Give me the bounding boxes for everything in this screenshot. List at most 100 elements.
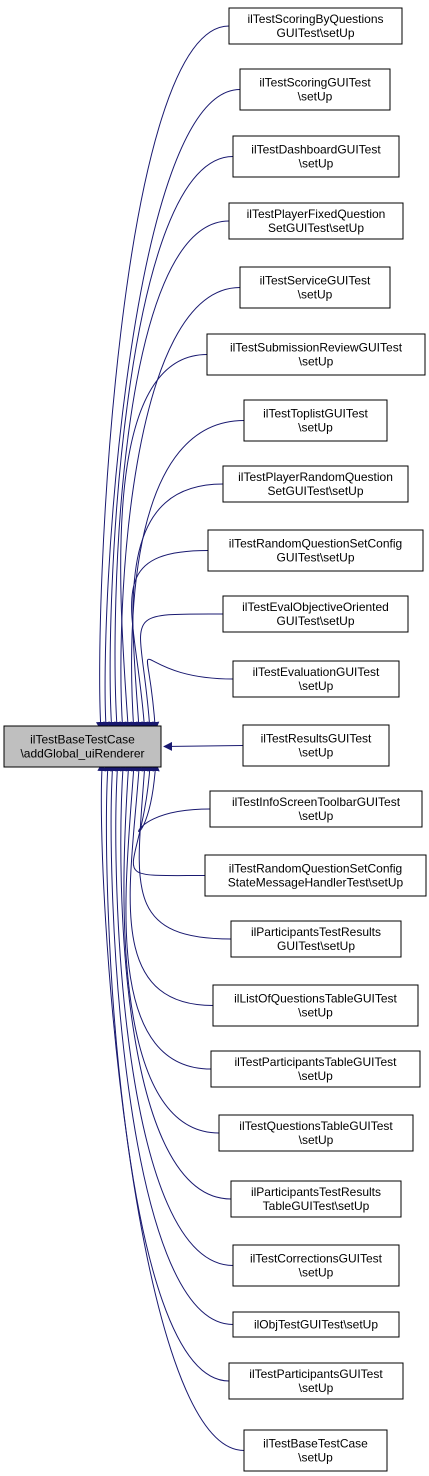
edge-c3-to-focus [106,156,234,731]
edge-c21-to-focus [107,762,234,1325]
caller-node-c1-box [228,7,403,45]
edge-c15-to-focus [138,762,232,940]
caller-node-c17-box [210,1050,421,1088]
caller-node-c18-label-line-1: ilTestQuestionsTableGUITest [239,1119,393,1133]
edge-c4-to-focus [112,220,230,731]
caller-node-c8[interactable]: ilTestPlayerRandomQuestionSetGUITest\set… [222,465,409,503]
caller-node-c2[interactable]: ilTestScoringGUITest\setUp [239,68,391,111]
caller-node-c4-box [228,202,404,240]
caller-node-c22-box [228,1362,404,1400]
caller-node-c4-label-line-1: ilTestPlayerFixedQuestion [247,207,386,221]
caller-node-c16-label-line-1: ilListOfQuestionsTableGUITest [234,992,397,1006]
edge-c6-to-focus [120,354,208,731]
caller-node-c4[interactable]: ilTestPlayerFixedQuestionSetGUITest\setU… [228,202,404,240]
caller-node-c5-label-line-1: ilTestServiceGUITest [260,274,371,288]
caller-node-c2-box [239,68,391,111]
caller-node-c22[interactable]: ilTestParticipantsGUITest\setUp [228,1362,404,1400]
caller-node-c23[interactable]: ilTestBaseTestCase\setUp [243,1429,388,1472]
caller-node-c20[interactable]: ilTestCorrectionsGUITest\setUp [232,1244,400,1287]
caller-node-c14-label-line-2: StateMessageHandlerTest\setUp [228,876,404,890]
caller-node-c7-label-line-1: ilTestToplistGUITest [263,407,368,421]
caller-node-c21[interactable]: ilObjTestGUITest\setUp [232,1311,400,1338]
edge-c11-to-focus [146,658,234,731]
caller-node-c20-box [232,1244,400,1287]
caller-node-c6[interactable]: ilTestSubmissionReviewGUITest\setUp [206,333,426,376]
caller-node-c8-label-line-2: SetGUITest\setUp [267,484,363,498]
caller-node-c2-label-line-1: ilTestScoringGUITest [259,76,371,90]
caller-node-c17[interactable]: ilTestParticipantsTableGUITest\setUp [210,1050,421,1088]
caller-node-c18-box [218,1114,414,1152]
caller-node-c6-box [206,333,426,376]
caller-node-c5-box [239,266,391,309]
caller-node-c11-label-line-1: ilTestEvaluationGUITest [253,665,380,679]
caller-node-c20-label-line-1: ilTestCorrectionsGUITest [250,1252,383,1266]
caller-node-c17-label-line-1: ilTestParticipantsTableGUITest [234,1055,397,1069]
caller-node-c14-label-line-1: ilTestRandomQuestionSetConfig [229,862,402,876]
edge-c23-to-focus [97,762,245,1451]
edges-layer [95,25,245,1451]
focus-node[interactable]: ilTestBaseTestCase\addGlobal_uiRenderer [3,725,162,768]
caller-node-c10-label-line-2: GUITest\setUp [276,614,354,628]
caller-node-c2-label-line-2: \setUp [298,90,333,104]
caller-node-c18[interactable]: ilTestQuestionsTableGUITest\setUp [218,1114,414,1152]
caller-node-c9-label-line-1: ilTestRandomQuestionSetConfig [229,537,402,551]
caller-node-c13[interactable]: ilTestInfoScreenToolbarGUITest\setUp [209,790,423,828]
edge-c1-to-focus [95,25,230,731]
caller-node-c8-label-line-1: ilTestPlayerRandomQuestion [238,470,393,484]
caller-node-c22-label-line-2: \setUp [299,1381,334,1395]
caller-node-c21-label-line-1: ilObjTestGUITest\setUp [254,1318,378,1332]
caller-node-c19[interactable]: ilParticipantsTestResultsTableGUITest\se… [230,1180,402,1218]
edge-c16-to-focus [129,762,214,1006]
focus-node-box [3,725,162,768]
caller-node-c1-label-line-1: ilTestScoringByQuestions [247,12,383,26]
caller-node-c15-box [230,920,402,958]
caller-node-c8-box [222,465,409,503]
caller-node-c17-label-line-2: \setUp [298,1069,333,1083]
edge-c7-to-focus [128,420,245,731]
caller-node-c9-label-line-2: GUITest\setUp [276,551,354,565]
caller-node-c13-label-line-2: \setUp [299,809,334,823]
caller-node-c14[interactable]: ilTestRandomQuestionSetConfigStateMessag… [204,854,427,897]
caller-node-c12[interactable]: ilTestResultsGUITest\setUp [242,724,390,767]
caller-node-c5[interactable]: ilTestServiceGUITest\setUp [239,266,391,309]
caller-node-c7[interactable]: ilTestToplistGUITest\setUp [243,399,388,442]
focus-node-label-line-2: \addGlobal_uiRenderer [20,747,144,761]
caller-node-c11[interactable]: ilTestEvaluationGUITest\setUp [232,660,400,698]
caller-node-c4-label-line-2: SetGUITest\setUp [268,221,364,235]
caller-node-c7-box [243,399,388,442]
caller-node-c18-label-line-2: \setUp [299,1133,334,1147]
caller-node-c10-label-line-1: ilTestEvalObjectiveOriented [242,600,389,614]
caller-node-c14-box [204,854,427,897]
caller-node-c9[interactable]: ilTestRandomQuestionSetConfigGUITest\set… [207,529,424,572]
edge-c20-to-focus [112,762,234,1266]
caller-node-c15-label-line-2: GUITest\setUp [277,939,355,953]
caller-node-c19-label-line-1: ilParticipantsTestResults [251,1185,381,1199]
caller-node-c23-label-line-1: ilTestBaseTestCase [263,1437,368,1451]
caller-node-c20-label-line-2: \setUp [299,1266,334,1280]
caller-node-c5-label-line-2: \setUp [298,288,333,302]
caller-node-c15-label-line-1: ilParticipantsTestResults [251,925,381,939]
caller-node-c3-box [232,135,400,178]
edge-c8-to-focus [132,483,224,731]
caller-node-c9-box [207,529,424,572]
caller-node-c11-label-line-2: \setUp [299,679,334,693]
caller-node-c3[interactable]: ilTestDashboardGUITest\setUp [232,135,400,178]
edge-c13-to-focus [138,762,211,833]
caller-node-c10-box [222,595,409,633]
focus-node-label-line-1: ilTestBaseTestCase [30,733,135,747]
caller-node-c16[interactable]: ilListOfQuestionsTableGUITest\setUp [212,984,419,1027]
caller-node-c3-label-line-2: \setUp [299,157,334,171]
nodes-layer: ilTestBaseTestCase\addGlobal_uiRendereri… [3,7,427,1472]
caller-node-c13-label-line-1: ilTestInfoScreenToolbarGUITest [232,795,401,809]
caller-node-c23-label-line-2: \setUp [298,1451,333,1465]
caller-node-c13-box [209,790,423,828]
caller-node-c23-box [243,1429,388,1472]
caller-node-c19-box [230,1180,402,1218]
caller-node-c6-label-line-2: \setUp [299,355,334,369]
edge-c10-to-focus [140,613,224,731]
caller-node-c12-box [242,724,390,767]
